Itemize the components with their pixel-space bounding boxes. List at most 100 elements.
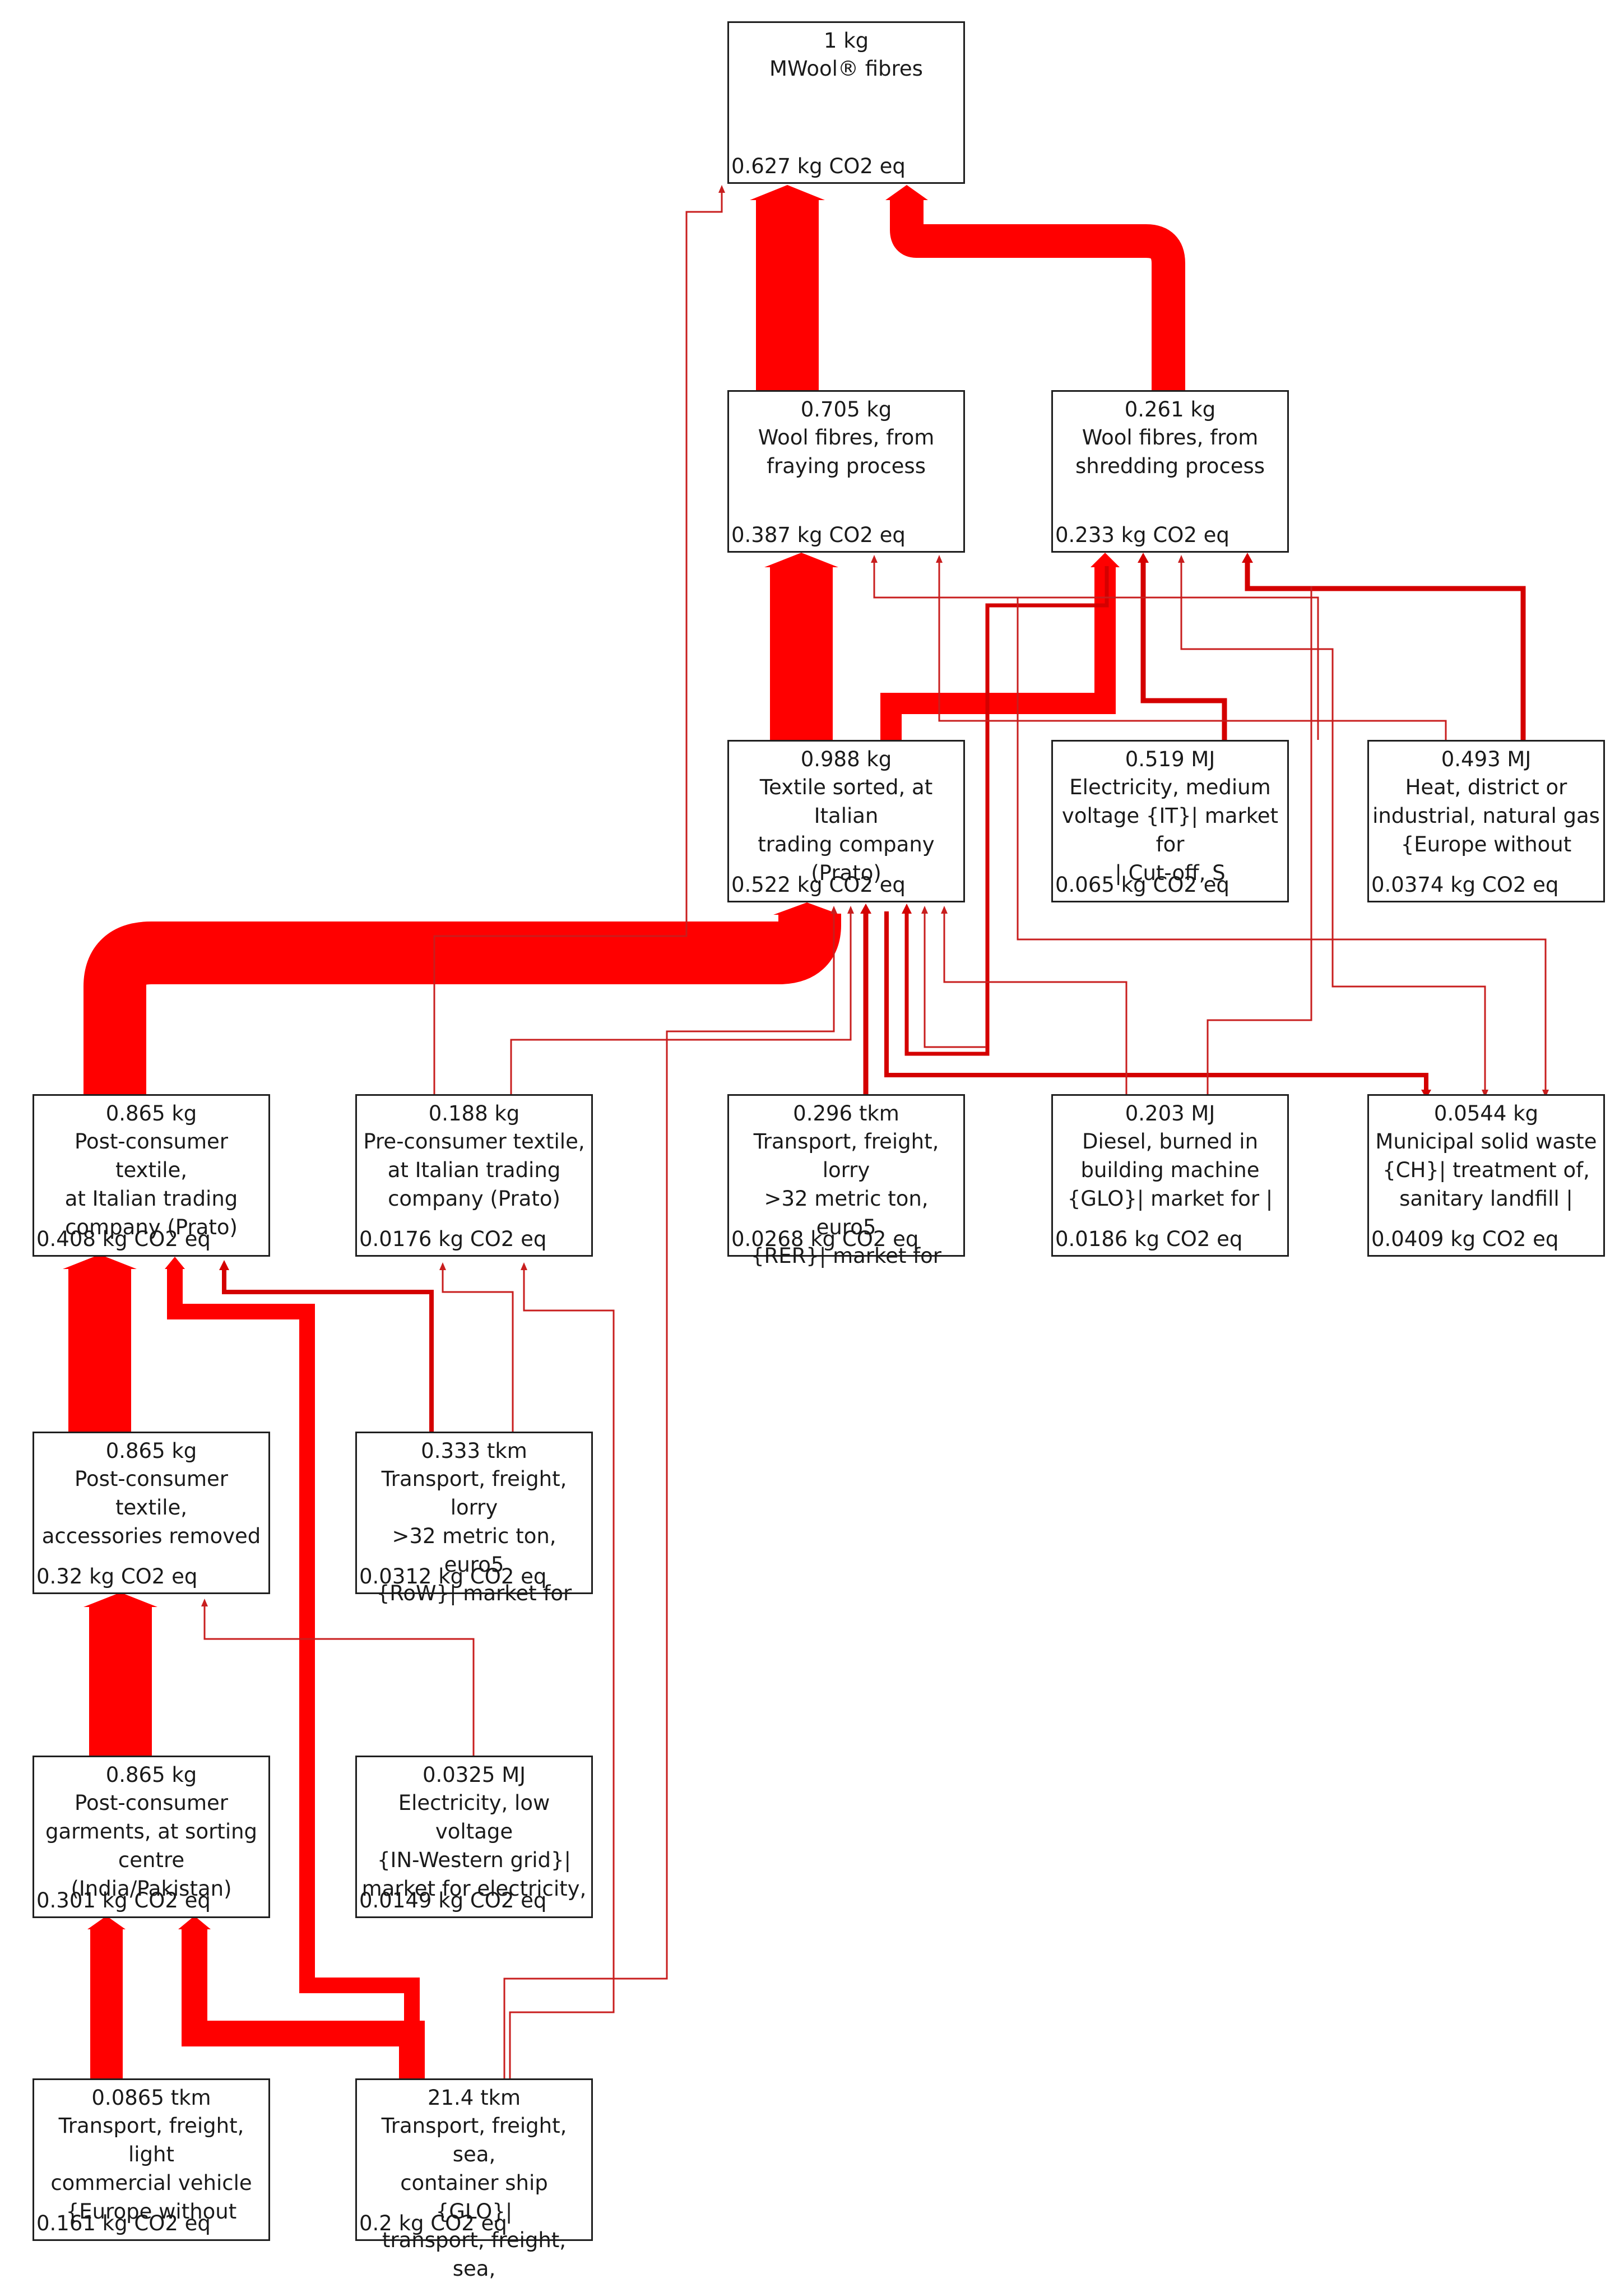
node-diesel-building-machine[interactable]: 0.203 MJ Diesel, burned in building mach… <box>1051 1094 1289 1257</box>
node-transport-light-vehicle[interactable]: 0.0865 tkm Transport, freight, light com… <box>33 2078 270 2241</box>
flow-arrowhead <box>764 553 838 567</box>
flow-thin-8 <box>943 911 1127 1094</box>
flow-heat-to-shredding <box>1245 561 1526 740</box>
node-amount: 0.865 kg <box>105 1763 197 1787</box>
flow-arrowhead <box>83 1592 157 1607</box>
node-amount: 0.188 kg <box>428 1101 520 1126</box>
node-impact: 0.161 kg CO2 eq <box>36 2211 211 2235</box>
flow-arrowhead <box>718 185 725 193</box>
node-municipal-solid-waste[interactable]: 0.0544 kg Municipal solid waste {CH}| tr… <box>1367 1094 1605 1257</box>
flow-thin-7 <box>510 911 852 1094</box>
flow-thin-3 <box>1180 561 1486 1094</box>
node-amount: 0.988 kg <box>800 747 892 771</box>
node-label: Heat, district or industrial, natural ga… <box>1372 775 1600 856</box>
node-impact: 0.0186 kg CO2 eq <box>1055 1227 1243 1251</box>
node-impact: 0.0312 kg CO2 eq <box>359 1564 547 1589</box>
node-mwool-fibres[interactable]: 1 kg MWool® fibres 0.627 kg CO2 eq <box>727 21 965 184</box>
node-amount: 0.865 kg <box>105 1439 197 1463</box>
flow-sorted-to-shredding <box>880 566 1116 740</box>
node-post-consumer-textile[interactable]: 0.865 kg Post-consumer textile, at Itali… <box>33 1094 270 1257</box>
node-amount: 0.493 MJ <box>1441 747 1532 771</box>
flow-thin-12 <box>203 1604 475 1756</box>
node-impact: 0.065 kg CO2 eq <box>1055 873 1229 897</box>
flow-arrowhead <box>178 1916 211 1929</box>
node-impact: 0.0268 kg CO2 eq <box>731 1227 919 1251</box>
node-impact: 0.408 kg CO2 eq <box>36 1227 211 1251</box>
node-garments-sorting-centre[interactable]: 0.865 kg Post-consumer garments, at sort… <box>33 1756 270 1918</box>
node-impact: 0.0409 kg CO2 eq <box>1371 1227 1559 1251</box>
node-amount: 21.4 tkm <box>427 2086 521 2110</box>
flow-arrowhead <box>860 904 871 914</box>
node-electricity-low-voltage[interactable]: 0.0325 MJ Electricity, low voltage {IN-W… <box>355 1756 593 1918</box>
node-amount: 0.705 kg <box>800 397 892 422</box>
flow-arrowhead <box>1178 555 1185 563</box>
flow-arrowhead <box>871 555 878 563</box>
flow-postconsumer-to-sorted <box>83 914 841 1094</box>
flow-arrowhead <box>773 902 841 915</box>
flow-electricity-to-shredding <box>1140 561 1227 740</box>
flow-thin-6 <box>503 911 835 2078</box>
flow-shredding-to-mwool <box>890 199 1185 390</box>
node-label: Wool fibres, from shredding process <box>1075 425 1265 478</box>
node-wool-fibres-shredding[interactable]: 0.261 kg Wool fibres, from shredding pro… <box>1051 390 1289 553</box>
node-amount: 0.203 MJ <box>1125 1101 1215 1126</box>
node-amount: 0.0325 MJ <box>422 1763 526 1787</box>
node-transport-lorry-row[interactable]: 0.333 tkm Transport, freight, lorry >32 … <box>355 1432 593 1605</box>
node-amount: 0.333 tkm <box>421 1439 527 1463</box>
flow-thin-4 <box>1017 598 1547 1094</box>
flow-arrowhead <box>1482 1090 1488 1097</box>
flow-thin-5 <box>1207 586 1312 1094</box>
node-label: Textile sorted, at Italian trading compa… <box>758 775 935 885</box>
node-label: Municipal solid waste {CH}| treatment of… <box>1375 1129 1597 1211</box>
node-label: Diesel, burned in building machine {GLO}… <box>1067 1129 1273 1211</box>
node-label: Transport, freight, lorry >32 metric ton… <box>376 1467 572 1605</box>
flow-arrowhead <box>1542 1090 1549 1097</box>
flow-arrowhead <box>750 185 825 200</box>
flow-arrowhead <box>941 906 948 914</box>
node-label: Transport, freight, lorry >32 metric ton… <box>750 1129 942 1268</box>
node-amount: 0.0544 kg <box>1433 1101 1539 1126</box>
node-wool-fibres-fraying[interactable]: 0.705 kg Wool fibres, from fraying proce… <box>727 390 965 553</box>
flow-thin-mwool-in <box>433 191 723 1094</box>
node-amount: 0.865 kg <box>105 1101 197 1126</box>
flow-arrowhead <box>521 1262 527 1270</box>
node-transport-sea-container-ship[interactable]: 21.4 tkm Transport, freight, sea, contai… <box>355 2078 593 2281</box>
flow-thin-9 <box>924 911 986 1048</box>
flow-arrowhead <box>165 1257 185 1269</box>
flow-sorted-to-landfill <box>884 911 1428 1094</box>
node-heat-natural-gas[interactable]: 0.493 MJ Heat, district or industrial, n… <box>1367 740 1605 902</box>
node-impact: 0.387 kg CO2 eq <box>731 523 906 547</box>
flow-arrowhead <box>87 1916 126 1929</box>
node-label: Electricity, low voltage {IN-Western gri… <box>361 1791 587 1901</box>
node-transport-lorry-rer[interactable]: 0.296 tkm Transport, freight, lorry >32 … <box>727 1094 965 1268</box>
flow-arrowhead <box>885 185 928 200</box>
node-label: Post-consumer textile, at Italian tradin… <box>64 1129 238 1239</box>
node-accessories-removed[interactable]: 0.865 kg Post-consumer textile, accessor… <box>33 1432 270 1594</box>
node-amount: 0.261 kg <box>1124 397 1216 422</box>
node-label: Pre-consumer textile, at Italian trading… <box>363 1129 585 1211</box>
flow-arrowhead <box>201 1599 208 1606</box>
node-textile-sorted[interactable]: 0.988 kg Textile sorted, at Italian trad… <box>727 740 965 902</box>
node-label: MWool® fibres <box>769 57 923 81</box>
flow-arrowhead <box>63 1254 137 1269</box>
node-amount: 0.0865 tkm <box>91 2086 211 2110</box>
flow-arrowhead <box>902 904 912 914</box>
flow-thin-2 <box>938 561 1447 740</box>
node-pre-consumer-textile[interactable]: 0.188 kg Pre-consumer textile, at Italia… <box>355 1094 593 1257</box>
flow-arrowhead <box>439 1262 446 1270</box>
node-label: Electricity, medium voltage {IT}| market… <box>1061 775 1279 885</box>
node-label: Transport, freight, sea, container ship … <box>381 2114 567 2281</box>
flow-arrowhead <box>1091 553 1120 567</box>
node-impact: 0.627 kg CO2 eq <box>731 154 906 178</box>
flow-thin-11 <box>442 1268 514 1432</box>
node-electricity-medium-voltage[interactable]: 0.519 MJ Electricity, medium voltage {IT… <box>1051 740 1289 902</box>
node-impact: 0.0374 kg CO2 eq <box>1371 873 1559 897</box>
node-impact: 0.233 kg CO2 eq <box>1055 523 1229 547</box>
node-label: Post-consumer textile, accessories remov… <box>41 1467 261 1548</box>
flow-electricity-to-sorted <box>904 566 1109 1056</box>
flow-thin-10 <box>509 1268 615 2078</box>
flow-arrowhead <box>1138 553 1149 563</box>
node-impact: 0.32 kg CO2 eq <box>36 1564 198 1589</box>
node-label: Post-consumer garments, at sorting centr… <box>45 1791 258 1901</box>
flow-thin-1 <box>873 561 1319 740</box>
